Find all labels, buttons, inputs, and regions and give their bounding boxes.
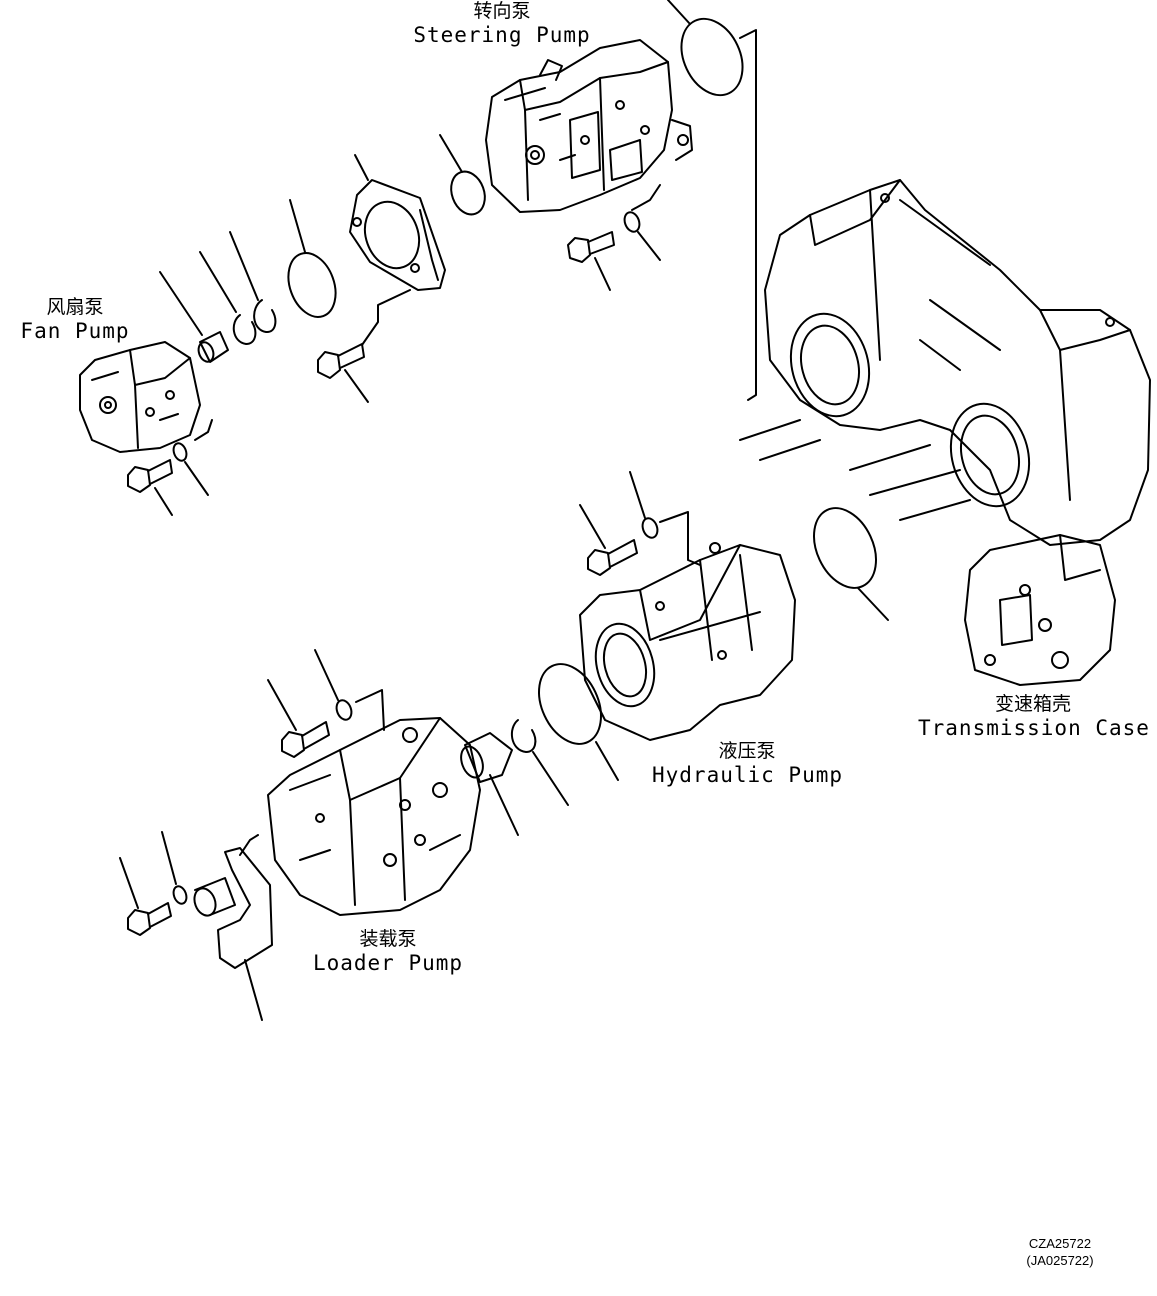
loader-pump-washer xyxy=(314,649,385,731)
fan-pump-bolt xyxy=(127,459,173,516)
fan-pump-label-zh: 风扇泵 xyxy=(46,296,104,318)
loader-pump-body xyxy=(267,717,481,916)
transmission-case xyxy=(739,179,1151,546)
transmission-case-label-en: Transmission Case xyxy=(918,716,1150,740)
steering-pump-label-en: Steering Pump xyxy=(413,23,591,47)
fan-pump-washer xyxy=(172,419,213,496)
loader-bracket xyxy=(193,834,273,1021)
hydraulic-pump-bolt xyxy=(579,504,638,576)
hydraulic-pump-label: 液压泵 Hydraulic Pump xyxy=(652,742,842,786)
drawing-code-block: CZA25722 (JA025722) xyxy=(1010,1235,1110,1269)
fan-pump-label-en: Fan Pump xyxy=(20,319,130,343)
loader-pump-label-en: Loader Pump xyxy=(312,951,464,975)
hydraulic-pump-body xyxy=(579,542,796,741)
transmission-case-label-zh: 变速箱壳 xyxy=(994,693,1071,715)
drawing-code: CZA25722 xyxy=(1028,1236,1092,1251)
loader-bracket-bolt xyxy=(119,857,172,936)
steering-pump-oring xyxy=(667,0,744,97)
transmission-valve xyxy=(964,534,1116,686)
hydraulic-pump-label-en: Hydraulic Pump xyxy=(652,763,844,787)
steering-small-oring xyxy=(439,134,486,216)
adapter-plate xyxy=(349,154,446,291)
steering-pump-bolt xyxy=(567,231,615,291)
loader-pump-bolt xyxy=(267,679,330,758)
steering-pump-label-zh: 转向泵 xyxy=(473,0,531,22)
steering-pump-body xyxy=(485,39,693,213)
snap-ring-1 xyxy=(229,231,277,334)
hydraulic-oring xyxy=(538,663,619,781)
snap-ring-2 xyxy=(199,251,257,345)
loader-pump-label: 装载泵 Loader Pump xyxy=(308,930,468,974)
loader-bracket-washer xyxy=(161,831,188,905)
transmission-oring xyxy=(813,507,889,621)
fan-pump-body xyxy=(79,341,201,453)
hydraulic-coupling xyxy=(460,732,519,836)
fan-pump-label: 风扇泵 Fan Pump xyxy=(15,298,135,342)
transmission-case-label: 变速箱壳 Transmission Case xyxy=(918,693,1150,740)
hydraulic-snap-ring xyxy=(510,719,569,806)
hydraulic-pump-label-zh: 液压泵 xyxy=(718,740,776,762)
drawing-alt-code: (JA025722) xyxy=(1026,1253,1094,1268)
hydraulic-pump-washer xyxy=(629,471,701,566)
steering-pump-leader xyxy=(739,29,757,401)
steering-pump-washer xyxy=(623,184,661,261)
steering-pump-label: 转向泵 Steering Pump xyxy=(412,2,592,46)
coupling xyxy=(159,271,229,363)
center-bolt xyxy=(317,289,411,403)
adapter-oring xyxy=(287,199,337,318)
loader-pump-label-zh: 装载泵 xyxy=(359,928,417,950)
